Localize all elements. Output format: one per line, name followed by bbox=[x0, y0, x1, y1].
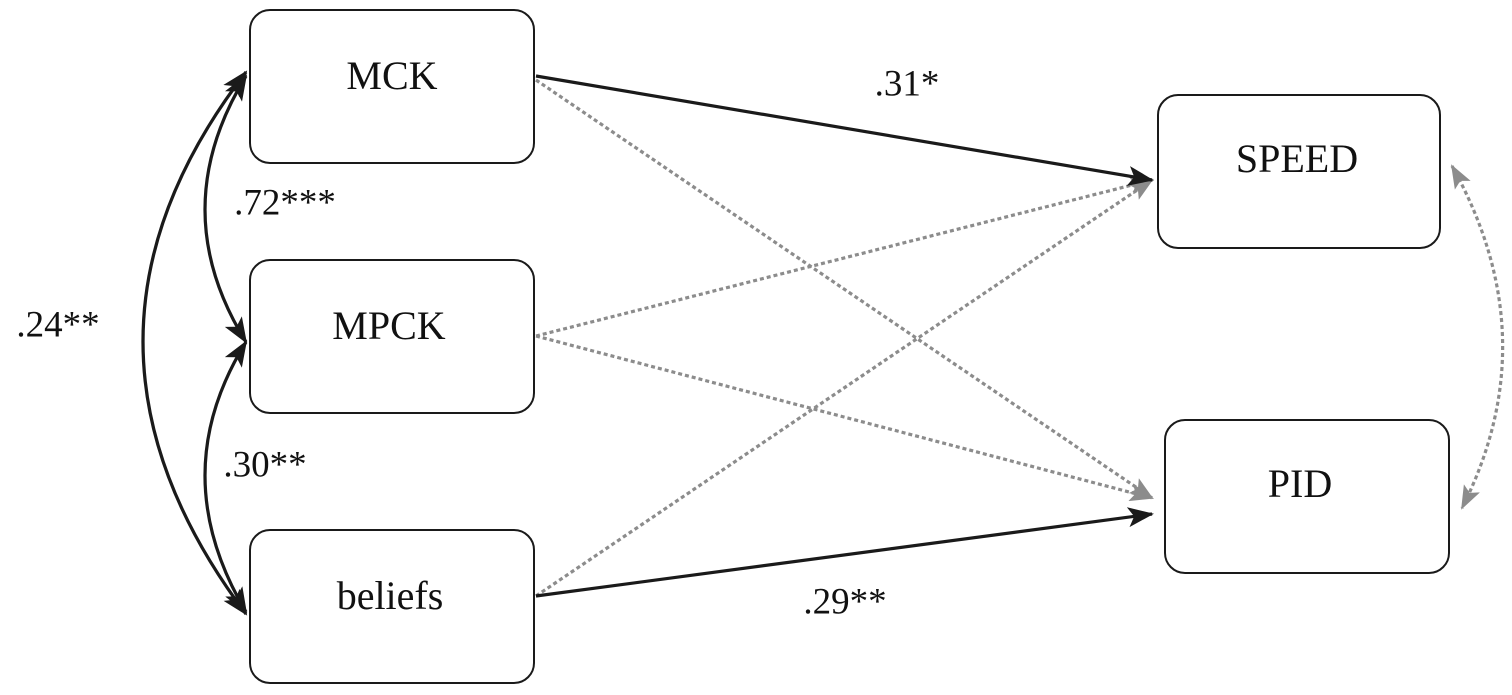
coef-mck-mpck: .72*** bbox=[234, 182, 336, 223]
node-speed: SPEED bbox=[1157, 94, 1441, 249]
coef-mck-beliefs: .24** bbox=[16, 304, 99, 345]
node-mck: MCK bbox=[249, 9, 535, 164]
path-beliefs-pid bbox=[535, 507, 1154, 598]
node-mpck-label: MPCK bbox=[332, 303, 445, 348]
correlation-speed-pid bbox=[1450, 164, 1505, 510]
correlation-mck-beliefs bbox=[141, 70, 248, 616]
path-mck-speed bbox=[535, 74, 1154, 186]
node-mck-label: MCK bbox=[346, 53, 437, 98]
coef-mpck-beliefs: .30** bbox=[223, 444, 306, 485]
path-mck-pid bbox=[535, 78, 1154, 500]
coef-mck-speed: .31* bbox=[875, 63, 940, 104]
node-pid: PID bbox=[1164, 419, 1450, 574]
node-beliefs-label: beliefs bbox=[337, 573, 444, 618]
node-mpck: MPCK bbox=[249, 259, 535, 414]
path-beliefs-speed bbox=[535, 178, 1154, 598]
node-pid-label: PID bbox=[1268, 461, 1332, 506]
path-mpck-pid bbox=[535, 334, 1154, 502]
node-beliefs: beliefs bbox=[249, 529, 535, 684]
path-mpck-speed bbox=[535, 176, 1154, 338]
node-speed-label: SPEED bbox=[1236, 136, 1358, 181]
coef-beliefs-pid: .29** bbox=[803, 581, 886, 622]
